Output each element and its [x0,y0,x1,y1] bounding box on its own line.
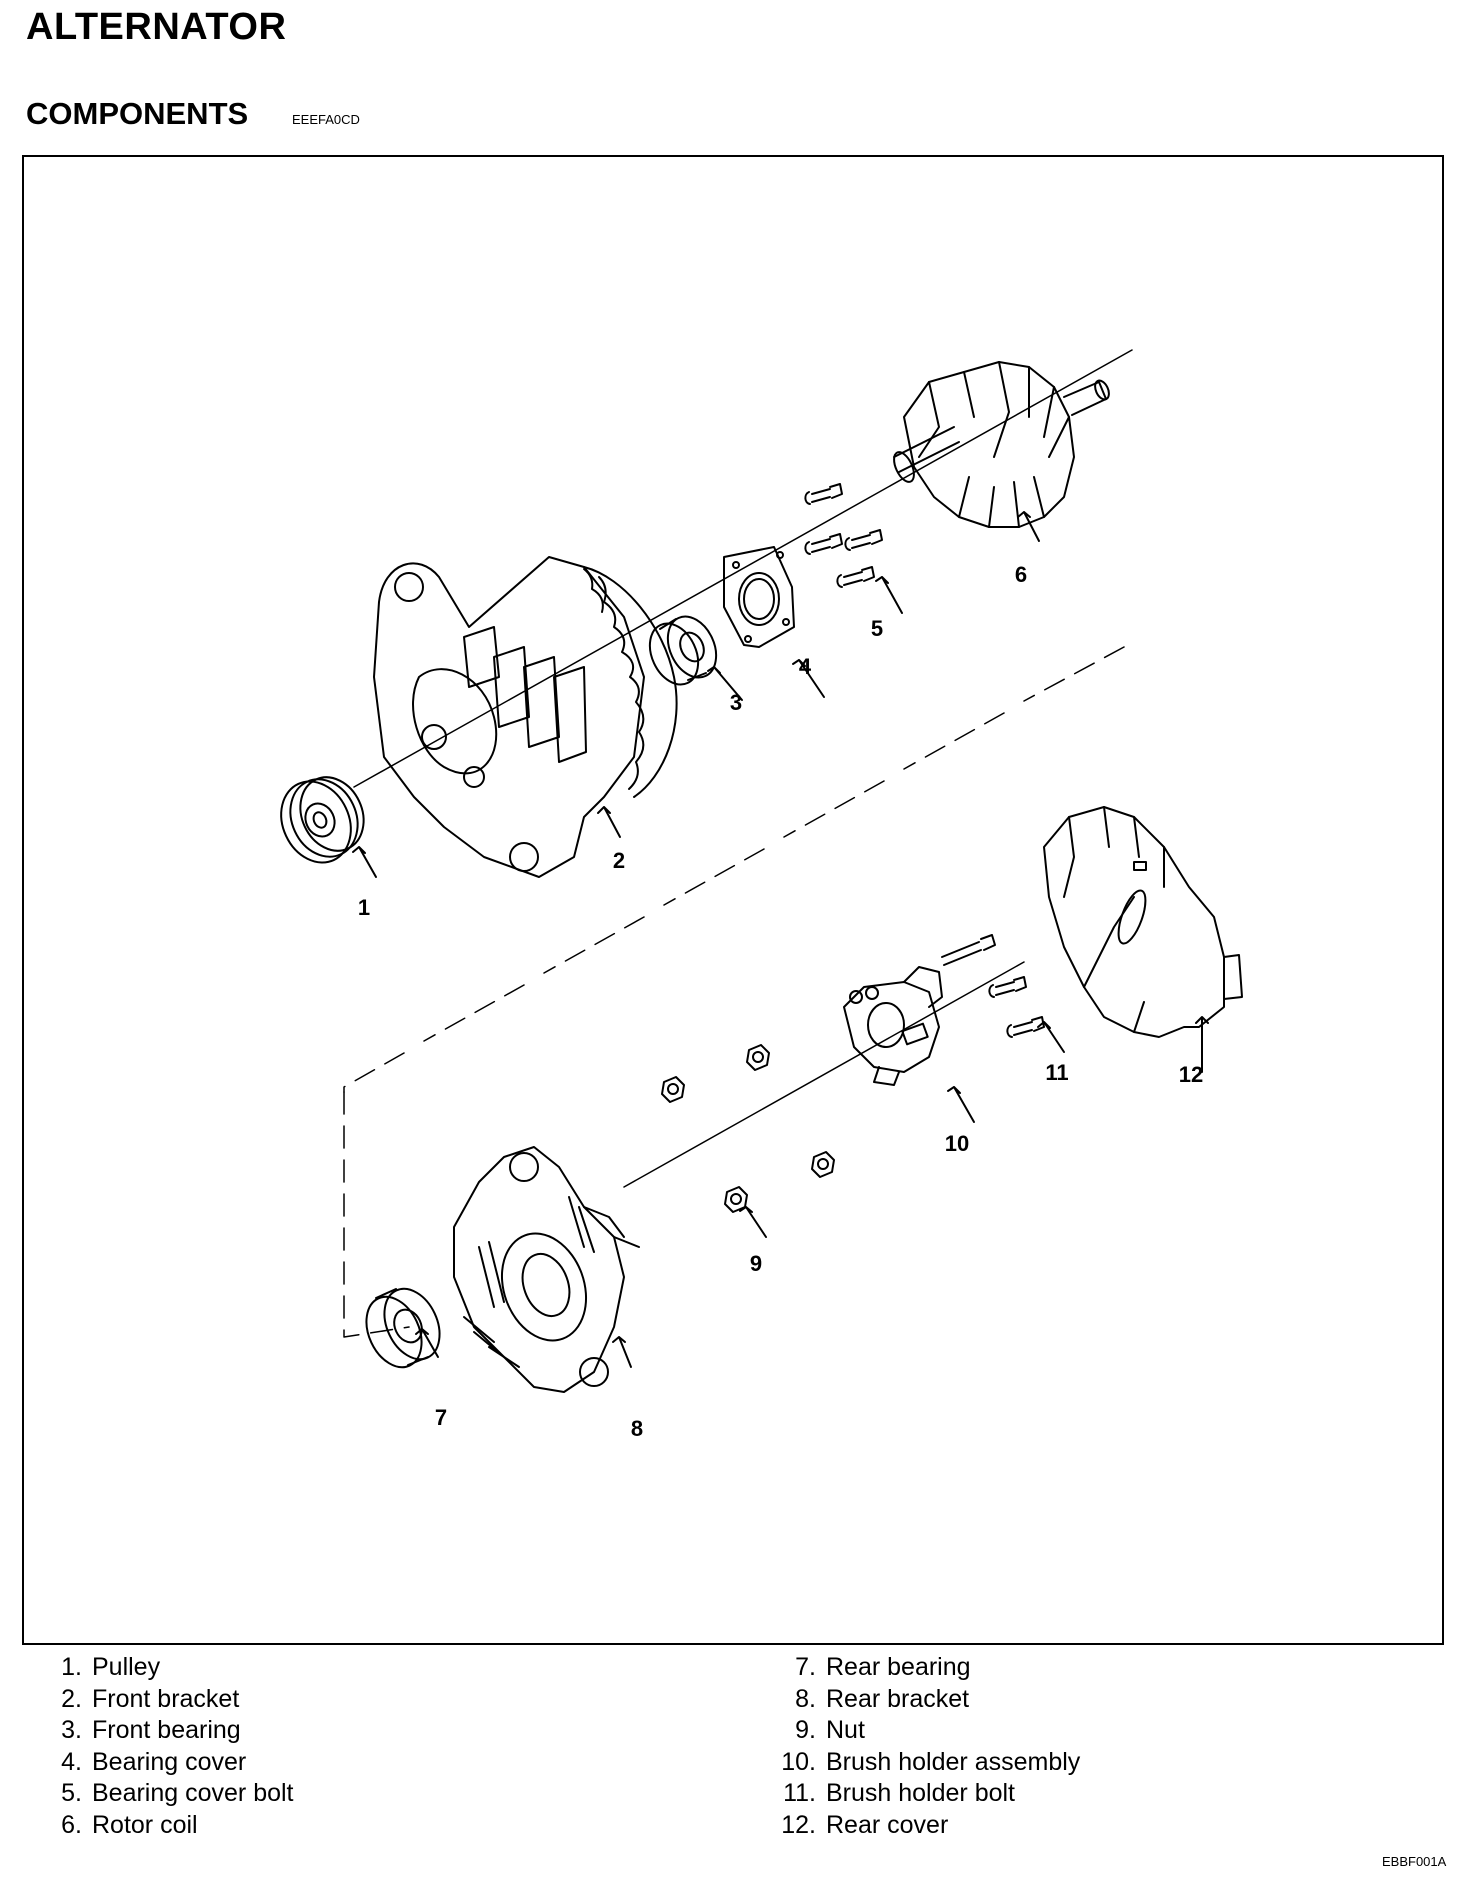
callout-2: 2 [613,848,625,873]
legend-item: 9.Nut [795,1716,865,1745]
rotor-coil-part [893,361,1110,528]
legend-item: 12.Rear cover [781,1810,949,1839]
legend-item: 8.Rear bracket [795,1684,970,1713]
callout-numbers: 1 2 3 4 5 6 7 8 9 10 11 12 [358,562,1203,1441]
legend-item: 10.Brush holder assembly [781,1747,1081,1776]
legend-item: 5.Bearing cover bolt [61,1779,294,1808]
bearing-cover-bolts-part [804,483,883,588]
front-bracket-part [373,556,678,878]
callout-12: 12 [1179,1062,1203,1087]
callout-5: 5 [871,616,883,641]
legend-item: 11.Brush holder bolt [783,1779,1016,1808]
callout-9: 9 [750,1251,762,1276]
rear-bearing-part [365,1287,441,1369]
axis-lines [343,349,1133,1338]
leader-arrows [352,511,1209,1368]
legend-left-column: 1.Pulley 2.Front bracket 3.Front bearing… [42,1652,294,1842]
rear-bracket-part [453,1146,640,1393]
front-bearing-part [648,615,718,686]
pulley-part [280,776,365,864]
brush-holder-bolts-part [941,934,1045,1038]
section-code: EEEFA0CD [292,112,360,127]
alternator-exploded-diagram: 1 2 3 4 5 6 7 8 9 10 11 12 [280,349,1243,1441]
legend-item: 1.Pulley [61,1653,161,1681]
legend-item: 3.Front bearing [61,1716,241,1745]
callout-4: 4 [799,654,812,679]
nuts-part [661,1044,835,1213]
bearing-cover-part [723,546,795,648]
legend-item: 6.Rotor coil [61,1810,198,1839]
callout-7: 7 [435,1405,447,1430]
legend-item: 2.Front bracket [61,1684,240,1713]
callout-11: 11 [1045,1060,1068,1085]
exploded-view-figure: 1 2 3 4 5 6 7 8 9 10 11 12 [22,155,1444,1645]
callout-3: 3 [730,690,742,715]
callout-8: 8 [631,1416,643,1441]
callout-1: 1 [358,895,370,920]
rear-cover-part [1043,806,1243,1038]
legend-item: 7.Rear bearing [795,1653,971,1681]
legend-right-column: 7.Rear bearing 8.Rear bracket 9.Nut 10.B… [762,1652,1080,1842]
callout-10: 10 [945,1131,969,1156]
callout-6: 6 [1015,562,1027,587]
legend-item: 4.Bearing cover [61,1747,247,1776]
figure-code: EBBF001A [1382,1854,1447,1869]
brush-holder-assembly-part [843,966,943,1086]
section-title: COMPONENTS [26,96,249,131]
page-title: ALTERNATOR [26,6,287,48]
